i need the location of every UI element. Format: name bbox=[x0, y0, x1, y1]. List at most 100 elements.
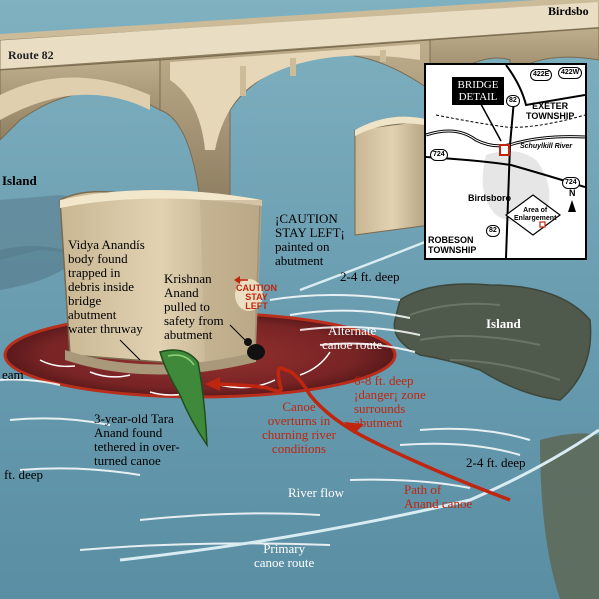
alternate-route-line: canoe route bbox=[322, 337, 383, 352]
route-shield-422w: 422W bbox=[558, 67, 583, 79]
danger-zone-line: ¡danger¡ zone bbox=[354, 387, 426, 402]
danger-zone-line: 6-8 ft. deep bbox=[354, 373, 414, 388]
bridge-pier-right-top bbox=[355, 116, 430, 136]
caution-note-line: ¡CAUTION bbox=[275, 211, 338, 226]
inset-river-inner bbox=[426, 130, 585, 147]
danger-zone-line: surrounds bbox=[354, 401, 406, 416]
krishnan-line: safety from bbox=[164, 313, 224, 328]
vidya-line: trapped in bbox=[68, 265, 121, 280]
bridge-arch-center-face bbox=[170, 44, 420, 150]
bridge-arch-left-inner bbox=[0, 77, 150, 120]
inset-road-422 bbox=[505, 65, 585, 107]
tara-line: tethered in over- bbox=[94, 439, 180, 454]
abutment-shadow bbox=[200, 200, 262, 367]
krishnan-line: abutment bbox=[164, 327, 213, 342]
canoe-path-arrowhead bbox=[344, 422, 364, 434]
label-island-left: Island bbox=[2, 173, 37, 188]
primary-route-arrow bbox=[119, 428, 599, 562]
inset-bridge-marker bbox=[499, 144, 510, 156]
label-birdsboro-top: Birdsbo bbox=[548, 4, 589, 18]
inset-robeson: ROBESON TOWNSHIP bbox=[428, 235, 476, 255]
island-right-texture bbox=[409, 302, 561, 381]
tara-line: Anand found bbox=[94, 425, 163, 440]
label-island-right: Island bbox=[486, 316, 521, 331]
bridge-detail-line: DETAIL bbox=[458, 91, 498, 103]
vidya-line: body found bbox=[68, 251, 128, 266]
krishnan-line: Krishnan bbox=[164, 271, 212, 286]
bridge-spandrel-3 bbox=[380, 50, 386, 62]
route-shield-82-south: 82 bbox=[486, 225, 500, 237]
robeson-line: TOWNSHIP bbox=[428, 245, 477, 255]
caution-note-line: painted on bbox=[275, 239, 330, 254]
flow-streaks bbox=[0, 294, 531, 551]
bridge-spandrel-1 bbox=[240, 66, 246, 96]
inset-birdsboro: Birdsboro bbox=[468, 193, 512, 203]
vidya-pointer bbox=[119, 339, 141, 361]
label-primary-route: Primary canoe route bbox=[254, 542, 314, 570]
area-line: Area of bbox=[523, 207, 548, 214]
island-far-right bbox=[540, 433, 599, 599]
inset-area-diamond bbox=[504, 194, 562, 236]
inset-north-arrow bbox=[568, 200, 576, 212]
route-shield-724-east: 724 bbox=[562, 177, 580, 189]
inset-area-marker bbox=[539, 221, 546, 228]
tara-line: turned canoe bbox=[94, 453, 161, 468]
area-line: Enlargement bbox=[514, 215, 557, 222]
label-deep-lower: 2-4 ft. deep bbox=[466, 455, 526, 470]
exeter-line: EXETER bbox=[532, 101, 569, 111]
route-shield-724-west: 724 bbox=[430, 149, 448, 161]
canoe-path-arrowhead-2 bbox=[205, 377, 220, 391]
label-path-canoe: Path of Anand canoe bbox=[404, 483, 472, 511]
label-stream-left: eam bbox=[2, 367, 24, 382]
abutment-caution-sign: CAUTION STAY LEFT bbox=[236, 284, 277, 311]
sign-line: LEFT bbox=[245, 301, 268, 311]
krishnan-figure bbox=[244, 338, 265, 360]
label-danger-zone: 6-8 ft. deep ¡danger¡ zone surrounds abu… bbox=[354, 374, 426, 430]
vidya-line: water thruway bbox=[68, 321, 143, 336]
canoe-hull-highlight bbox=[167, 354, 195, 366]
inset-north-label: N bbox=[569, 188, 576, 198]
vidya-line: bridge bbox=[68, 293, 102, 308]
caution-sign-shape bbox=[235, 279, 263, 311]
route-shield-82-north: 82 bbox=[506, 95, 520, 107]
path-canoe-line: Anand canoe bbox=[404, 496, 473, 511]
exeter-line: TOWNSHIP bbox=[526, 111, 575, 121]
vidya-line: debris inside bbox=[68, 279, 135, 294]
label-deep-upper: 2-4 ft. deep bbox=[340, 269, 400, 284]
overturned-canoe bbox=[159, 349, 208, 448]
vidya-line: Vidya Anandís bbox=[68, 237, 145, 252]
bridge-detail-box: BRIDGE DETAIL bbox=[452, 77, 504, 105]
label-canoe-overturns: Canoe overturns in churning river condit… bbox=[262, 400, 336, 456]
danger-zone-line: abutment bbox=[354, 415, 403, 430]
caution-note-line: STAY LEFT¡ bbox=[275, 225, 345, 240]
island-right bbox=[393, 283, 592, 401]
distant-shore bbox=[0, 246, 80, 290]
inset-schuylkill: Schuylkill River bbox=[520, 143, 573, 150]
krishnan-line: pulled to bbox=[164, 299, 210, 314]
label-caution-note: ¡CAUTION STAY LEFT¡ painted on abutment bbox=[275, 212, 345, 268]
label-alternate-route: Alternate canoe route bbox=[322, 324, 382, 352]
vidya-line: abutment bbox=[68, 307, 117, 322]
primary-route-line: canoe route bbox=[254, 555, 315, 570]
inset-road-724 bbox=[426, 156, 585, 188]
route-shield-422e: 422E bbox=[530, 69, 553, 81]
alternate-route-arrow bbox=[299, 238, 431, 292]
abutment-top bbox=[60, 190, 262, 208]
tara-line: 3-year-old Tara bbox=[94, 411, 174, 426]
label-vidya: Vidya Anandís body found trapped in debr… bbox=[68, 238, 145, 336]
inset-exeter: EXETER TOWNSHIP bbox=[526, 101, 574, 121]
bridge-spandrel-2 bbox=[290, 58, 296, 76]
krishnan-pointer bbox=[229, 324, 246, 341]
sign-line: STAY bbox=[245, 292, 268, 302]
caution-arrow-head bbox=[234, 276, 240, 284]
anand-canoe-path bbox=[214, 366, 511, 502]
label-krishnan: Krishnan Anand pulled to safety from abu… bbox=[164, 272, 224, 342]
bridge-pier-right bbox=[354, 119, 431, 236]
krishnan-line: Anand bbox=[164, 285, 199, 300]
label-tara: 3-year-old Tara Anand found tethered in … bbox=[94, 412, 180, 468]
alternate-route-line: Alternate bbox=[327, 323, 377, 338]
robeson-line: ROBESON bbox=[428, 235, 474, 245]
canoe-overturns-line: Canoe bbox=[282, 399, 316, 414]
canoe-overturns-line: conditions bbox=[271, 441, 327, 456]
primary-route-line: Primary bbox=[263, 541, 306, 556]
